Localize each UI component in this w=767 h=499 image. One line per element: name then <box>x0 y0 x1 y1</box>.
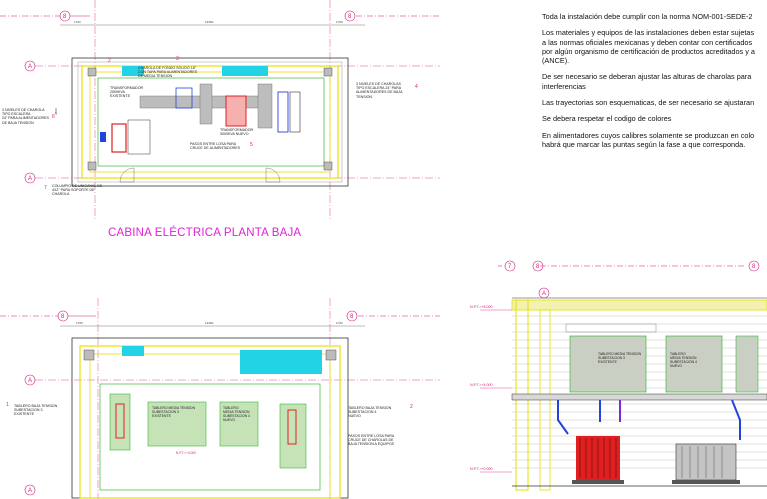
npt-plan: N.P.T.=+4.000 <box>176 451 196 455</box>
general-notes: Toda la instalación debe cumplir con la … <box>542 12 767 156</box>
label-tablero-baja-3: TABLERO BAJA TENSION SUBESTACION 3 EXIST… <box>14 404 58 417</box>
plan-top-drawing: 8 8 1700 13300 1700 A A 4800 <box>0 0 440 220</box>
dim-13300-b: 13300 <box>205 321 214 325</box>
elevation-drawing: 7 8 8 A <box>480 260 767 491</box>
bubble-7: 7 <box>44 185 47 191</box>
grid-bubble-a3: A <box>28 378 32 384</box>
grid-bubble-8b: 8 <box>348 14 352 20</box>
elev-transformer-red <box>572 436 624 484</box>
tablero-baja-4 <box>279 403 307 469</box>
elev-npt-low: N.P.T.=+0.000 <box>470 467 493 471</box>
label-tablero-media-4: TABLERO MEDIA TENSION SUBESTACION 4 NUEV… <box>223 406 250 422</box>
elev-npt-mid: N.P.T.=+4.000 <box>470 383 493 387</box>
vent-grille-b-left <box>122 346 144 356</box>
tablero-media-4 <box>219 401 259 447</box>
bubble-2: 2 <box>108 58 111 64</box>
transformer-nuevo <box>225 91 301 133</box>
label-charola-fondo: CHAROLA DE FONDO SOLIDO 18" CON TAPA PAR… <box>138 66 198 79</box>
grid-bubble-8c: 8 <box>61 314 65 320</box>
elev-tablero-media-3 <box>569 335 647 393</box>
grid-bubble-8d: 8 <box>350 314 354 320</box>
elev-bubble-7: 7 <box>508 264 512 270</box>
plan-title: CABINA ELÉCTRICA PLANTA BAJA <box>108 227 302 239</box>
dim-1700-left-b: 1700 <box>76 321 83 325</box>
label-niveles-right: 3 NIVELES DE CHAROLAS TIPO ESCALERA 24" … <box>356 82 403 99</box>
grid-bubble-8a: 8 <box>63 14 67 20</box>
dim-side-top: 4800 <box>54 108 58 115</box>
tablero-media-3 <box>147 401 207 447</box>
label-tablero-baja-4: TABLERO BAJA TENSION SUBESTACION 4 NUEVO <box>348 406 392 419</box>
elev-npt-top: N.P.T.=+8.000 <box>470 305 493 309</box>
elev-label-media-3: TABLERO MEDIA TENSION SUBESTACION 3 EXIS… <box>598 352 642 364</box>
label-niveles-left: 3 NIVELES DE CHAROLA TIPO ESCALERA 24" P… <box>2 108 49 125</box>
vent-grille-b-right <box>240 350 322 374</box>
dim-1700-right-b: 1700 <box>336 321 343 325</box>
note-1: Toda la instalación debe cumplir con la … <box>542 12 753 21</box>
elev-bubble-8a: 8 <box>536 264 540 270</box>
label-columpio: COLUMPIO DE UNICANAL DE 4X2" PARA SOPORT… <box>52 184 103 197</box>
vent-grille-top-left <box>122 66 144 76</box>
bubble-6: 6 <box>52 114 55 120</box>
tablero-baja-3 <box>109 393 131 451</box>
elev-tablero-media-4 <box>665 335 723 393</box>
bubble-1: 1 <box>6 402 9 408</box>
elev-bubble-a: A <box>542 291 546 297</box>
bubble-2b: 2 <box>410 404 413 410</box>
bubble-4: 4 <box>415 84 418 90</box>
plan-bottom-drawing: 8 8 1700 13300 1700 A A 1 2 N.P.T.=+4.00… <box>0 298 440 499</box>
label-pasos-losa: PASOS ENTRE LOSA PARA CRUCE DE ALIMENTAD… <box>190 142 241 151</box>
grid-bubble-a2: A <box>28 176 32 182</box>
note-2: Los materiales y equipos de las instalac… <box>542 28 755 65</box>
dim-13300: 13300 <box>205 20 214 24</box>
note-4: Las trayectorias son esquematicas, de se… <box>542 97 755 107</box>
transformer-existente <box>100 119 151 155</box>
elev-label-media-4: TABLERO MEDIA TENSION SUBESTACION 4 NUEV… <box>670 352 697 368</box>
label-tablero-media-3: TABLERO MEDIA TENSION SUBESTACION 3 EXIS… <box>152 406 196 418</box>
bubble-5: 5 <box>250 142 253 148</box>
note-5: Se debera respetar el codigo de colores <box>542 114 672 124</box>
note-3: De ser necesario se deberan ajustar las … <box>542 72 752 91</box>
bubble-3: 3 <box>176 56 179 62</box>
label-pasos-baja: PASOS ENTRE LOSA PARA CRUCE DE CHAROLAS … <box>348 434 395 447</box>
elev-transformer-gray <box>672 443 740 484</box>
vent-grille-top-right <box>222 66 268 76</box>
note-6: En alimentadores cuyos calibres solament… <box>542 130 755 149</box>
label-transformador-existente: TRANSFORMADOR 2500KVA EXISTENTE <box>110 86 144 99</box>
label-transformador-nuevo: TRANSFORMADOR 3000KVA NUEVO <box>220 128 254 137</box>
dim-1700-right: 1700 <box>336 20 343 24</box>
dim-1700-left: 1700 <box>74 20 81 24</box>
elev-bubble-8b: 8 <box>752 264 756 270</box>
grid-bubble-a1: A <box>28 64 32 70</box>
grid-bubble-a4: A <box>28 488 32 494</box>
